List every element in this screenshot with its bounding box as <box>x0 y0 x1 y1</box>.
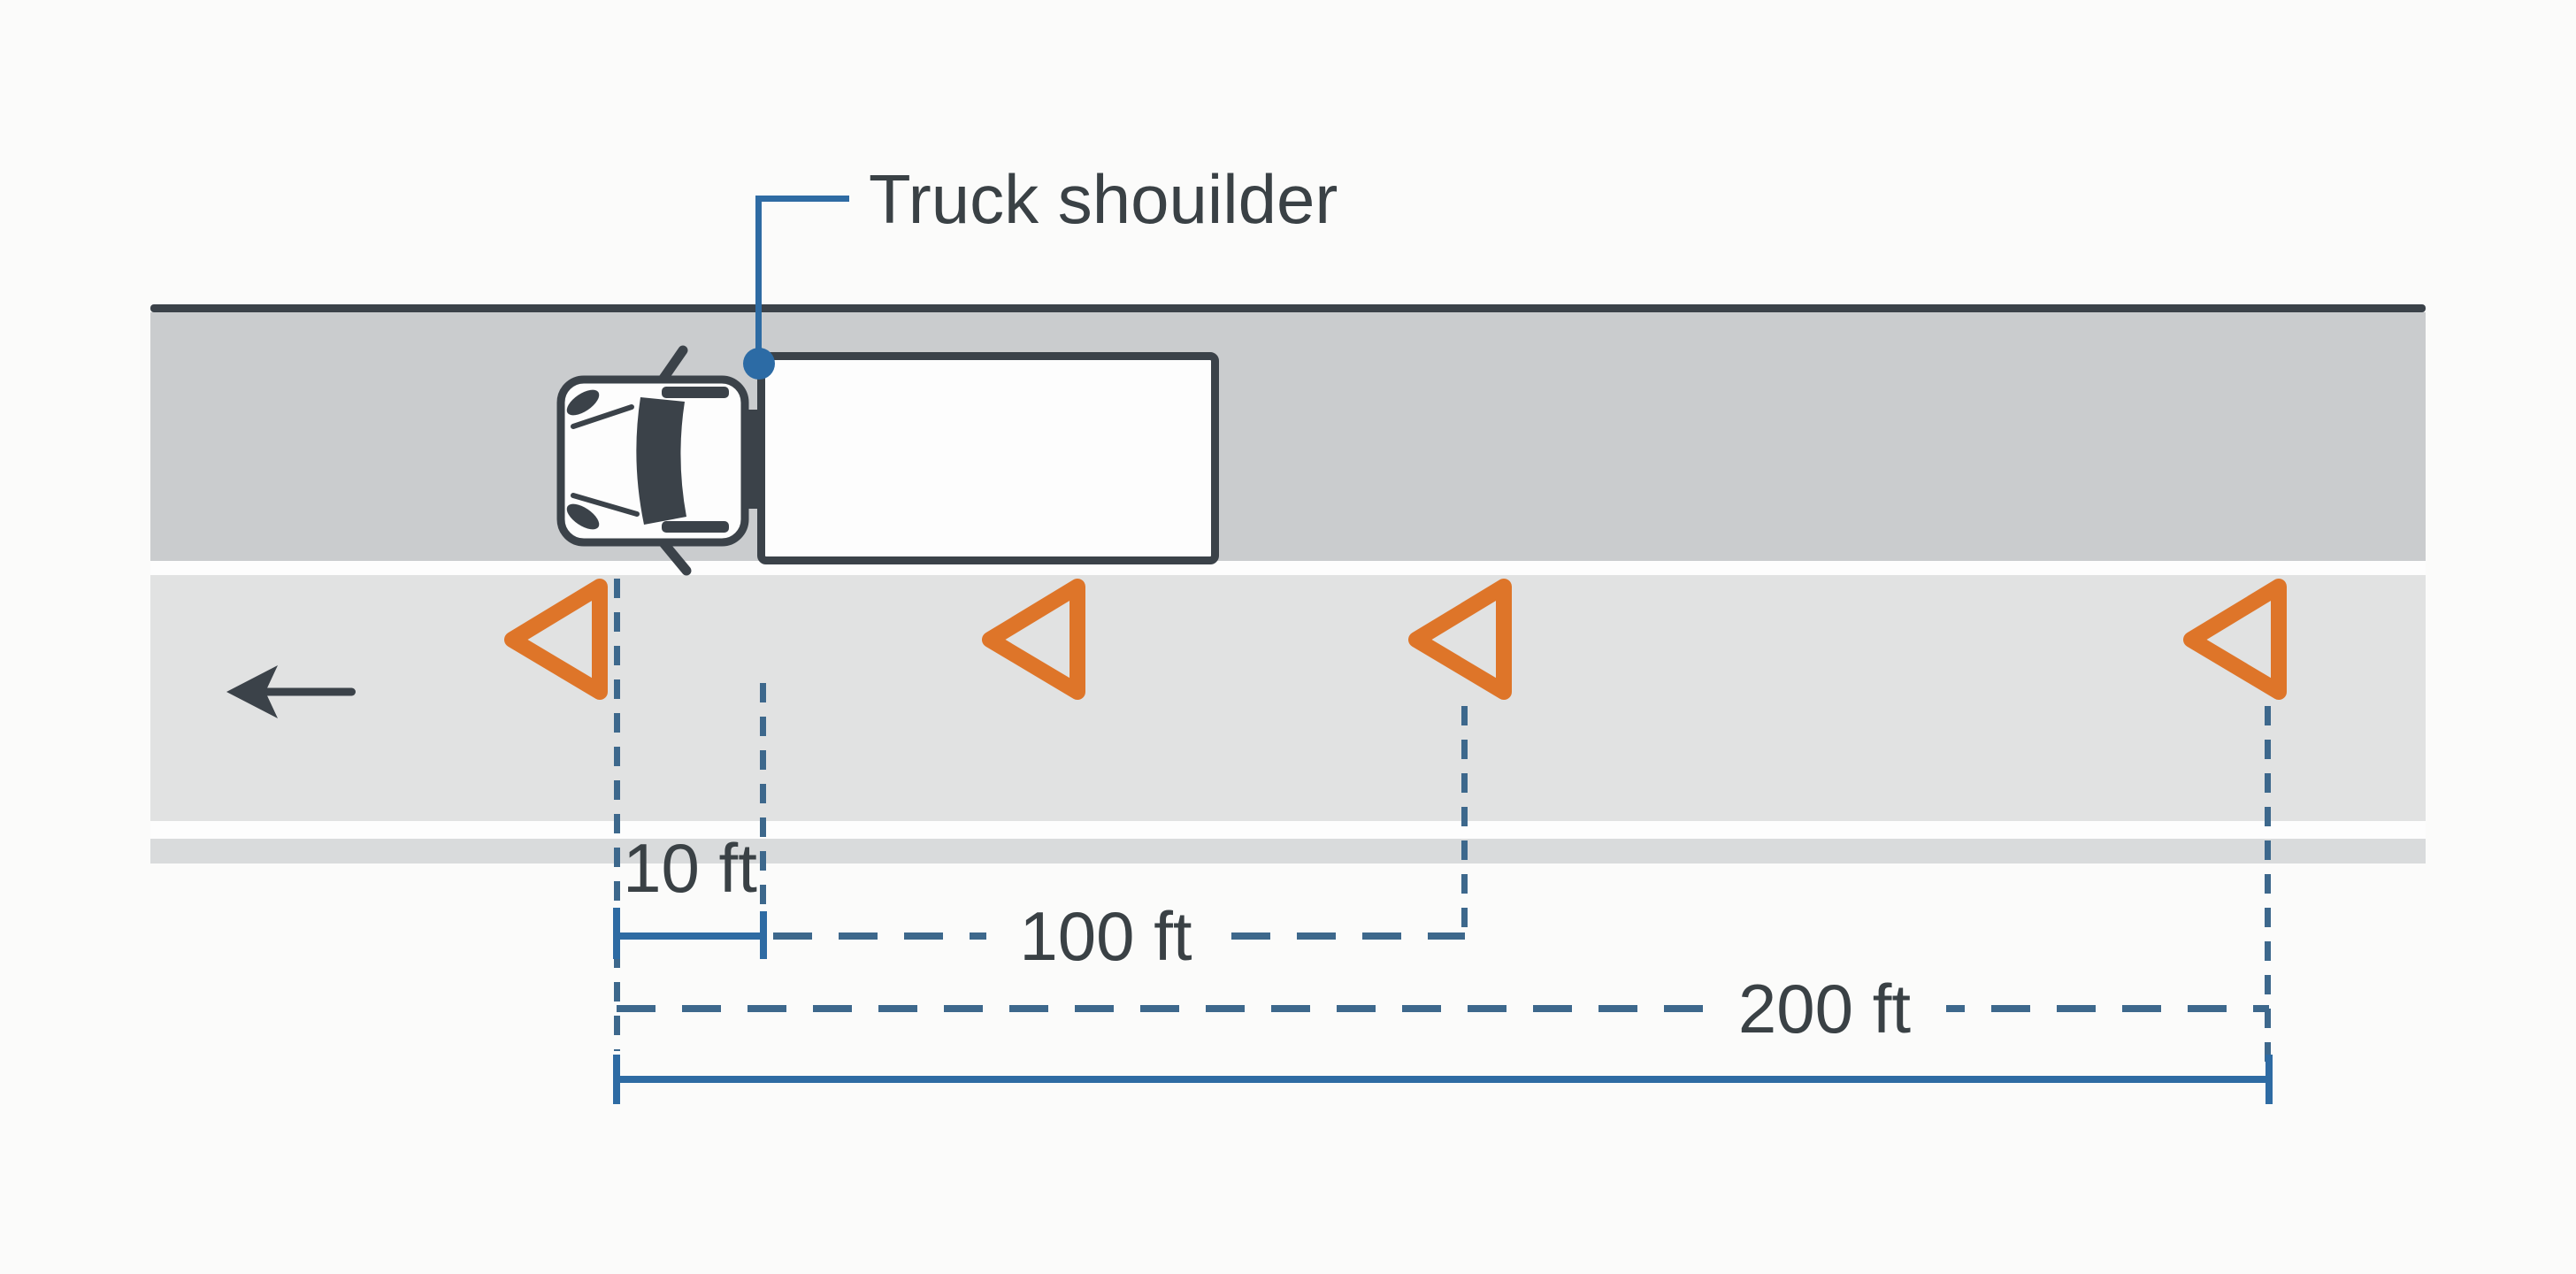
road-travel-lane <box>150 575 2426 821</box>
dimension-line-10ft <box>617 932 763 940</box>
shoulder-point-dot-icon <box>743 348 775 380</box>
reference-dashed-line-far-triangle <box>2265 706 2271 1067</box>
reference-dashed-line-first-triangle <box>614 579 620 1051</box>
callout-label: Truck shouilder <box>869 160 1338 238</box>
callout-line <box>755 196 849 202</box>
dimension-tick <box>2266 1055 2273 1104</box>
dimension-label-10ft: 10 ft <box>623 829 757 907</box>
dimension-label-100ft: 100 ft <box>986 898 1225 974</box>
hood-crease-line <box>571 493 640 517</box>
cab-roof-edge <box>662 521 729 533</box>
truck-hitch <box>742 410 762 509</box>
truck-cab-icon <box>556 345 762 576</box>
reference-dashed-line-third-triangle <box>1461 706 1468 936</box>
warning-triangle-icon <box>504 579 608 700</box>
dimension-line-200ft <box>617 1005 2269 1012</box>
truck-headlight <box>566 389 600 416</box>
lane-edge-line <box>150 821 2426 839</box>
dimension-tick <box>613 908 620 959</box>
callout-line <box>755 196 762 351</box>
warning-triangle-icon <box>982 579 1085 700</box>
reference-dashed-line-truck-shoulder <box>760 683 766 913</box>
dimension-tick <box>613 1055 620 1104</box>
overall-dimension-line <box>617 1076 2269 1083</box>
warning-triangle-icon <box>1408 579 1512 700</box>
road-top-edge-line <box>150 304 2426 312</box>
direction-arrow-icon <box>226 665 356 718</box>
lane-divider-line <box>150 561 2426 575</box>
hood-crease-line <box>571 404 634 429</box>
dimension-label-200ft: 200 ft <box>1703 971 1946 1047</box>
cab-roof-edge <box>662 387 729 398</box>
road-shoulder-band <box>150 312 2426 561</box>
dimension-tick <box>760 911 767 959</box>
truck-headlight <box>566 503 600 530</box>
truck-trailer <box>757 352 1219 564</box>
warning-triangle-icon <box>2183 579 2287 700</box>
truck-windshield <box>636 397 686 525</box>
road-edge-strip <box>150 839 2426 863</box>
